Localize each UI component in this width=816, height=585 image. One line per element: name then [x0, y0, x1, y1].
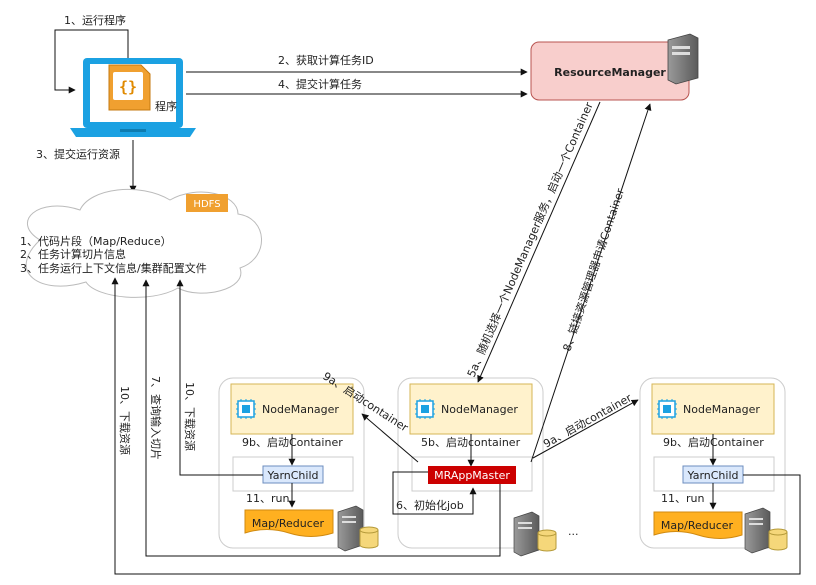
step5a-arrow	[477, 101, 601, 383]
node3-map-reducer-label: Map/Reducer	[661, 519, 734, 532]
step1-loop-arrow	[54, 29, 129, 94]
step9a-left-arrow	[361, 413, 419, 463]
node1-step9b-label: 9b、启动Container	[242, 436, 343, 449]
chip-icon	[415, 399, 435, 419]
step9a-right-label: 9a、启动container	[541, 391, 634, 451]
node3-step9b-label: 9b、启动Container	[663, 436, 764, 449]
braces-icon: {}	[119, 78, 137, 96]
node3-manager-label: NodeManager	[683, 403, 760, 416]
node1-manager: NodeManager	[230, 383, 354, 435]
resource-manager-label: ResourceManager	[554, 66, 666, 79]
step7-label: 7、查询输入切片	[149, 376, 163, 460]
node3-map-reducer	[653, 511, 743, 539]
program-file-icon: {}	[108, 64, 151, 111]
node3-server-icon	[744, 507, 771, 554]
node3-manager: NodeManager	[651, 383, 775, 435]
node3-step11-label: 11、run	[661, 492, 704, 505]
node3-database-icon	[768, 528, 788, 551]
step9a-right-arrow	[532, 399, 639, 459]
step10-node3-arrow	[111, 277, 801, 575]
node1-yarnchild-label: YarnChild	[267, 469, 319, 482]
node2-container	[397, 377, 544, 549]
step8-arrow	[530, 103, 652, 463]
step10-node3-label: 10、下载资源	[118, 386, 132, 455]
hdfs-label: HDFS	[193, 199, 220, 210]
hdfs-line2: 2、任务计算切片信息	[20, 247, 126, 261]
node2-manager: NodeManager	[409, 383, 533, 435]
node2-database-icon	[537, 529, 557, 552]
server-icon	[667, 33, 699, 85]
step8-label: 8、链接资源管理器申请Container	[560, 186, 628, 353]
node3-yarnchild-label: YarnChild	[687, 469, 739, 482]
mrappmaster-label: MRAppMaster	[434, 469, 510, 482]
node1-map-reducer-label: Map/Reducer	[252, 517, 325, 530]
step10-node1-label: 10、下载资源	[183, 382, 197, 451]
node1-map-reducer	[244, 509, 334, 537]
node1-database-icon	[359, 526, 379, 549]
node1-server-icon	[337, 505, 364, 552]
step6-loop-arrow	[392, 471, 477, 515]
hdfs-line1: 1、代码片段（Map/Reduce）	[20, 234, 172, 248]
step6-label: 6、初始化job	[396, 498, 464, 512]
node2-server-icon	[513, 511, 540, 557]
step4-label: 4、提交计算任务	[278, 77, 362, 91]
step7-arrow	[142, 279, 501, 557]
chip-icon	[236, 399, 256, 419]
node2-manager-label: NodeManager	[441, 403, 518, 416]
node1-manager-label: NodeManager	[262, 403, 339, 416]
hdfs-cloud	[25, 188, 262, 298]
mrappmaster-box	[428, 466, 516, 484]
step3-label: 3、提交运行资源	[36, 147, 120, 161]
step2-label: 2、获取计算任务ID	[278, 53, 374, 67]
program-label: 程序	[155, 99, 177, 113]
node3-container	[639, 377, 786, 549]
step1-label: 1、运行程序	[64, 13, 126, 27]
node1-step11-label: 11、run	[246, 492, 289, 505]
ellipsis-label: ...	[568, 525, 579, 538]
hdfs-badge	[186, 194, 228, 212]
node1-container	[218, 377, 365, 549]
step10-node1-arrow	[176, 279, 263, 476]
chip-icon	[657, 399, 677, 419]
hdfs-line3: 3、任务运行上下文信息/集群配置文件	[20, 261, 207, 275]
